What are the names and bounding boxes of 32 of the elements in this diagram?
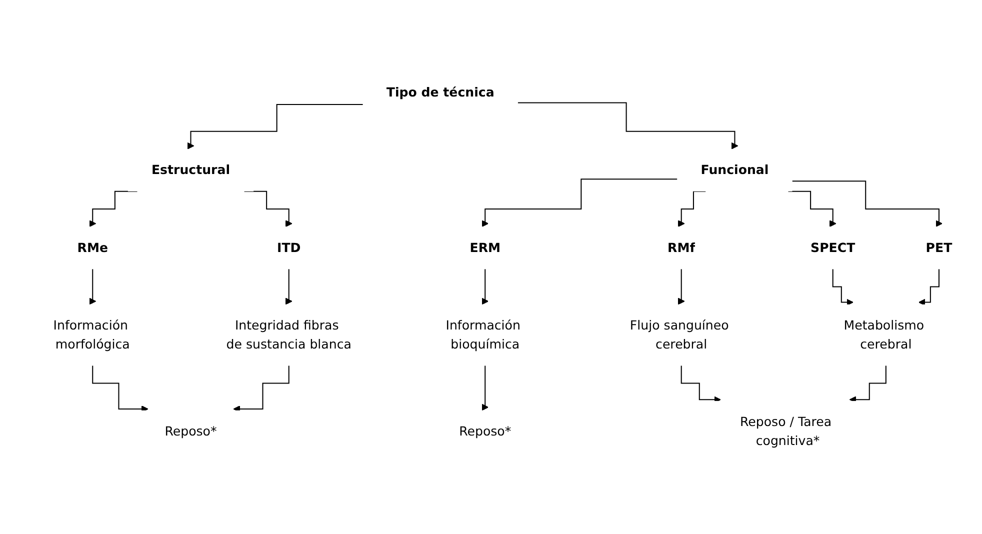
node-text: Reposo* (459, 424, 512, 439)
node-text: Tipo de técnica (386, 84, 494, 100)
node-text: Reposo / Tarea cognitiva* (740, 414, 832, 448)
arrow (285, 268, 292, 305)
arrow (482, 178, 678, 228)
node-text: SPECT (810, 240, 856, 256)
node-text: Información bioquímica (446, 318, 520, 352)
arrow (678, 268, 685, 305)
node-text: ERM (470, 240, 500, 256)
arrow (918, 268, 940, 306)
node-text: ITD (277, 240, 301, 256)
arrow (92, 365, 148, 413)
arrow (482, 268, 489, 305)
arrow (89, 268, 96, 305)
arrow (518, 102, 738, 150)
arrow (482, 365, 489, 411)
node-text: Funcional (700, 162, 769, 178)
node-text: PET (926, 240, 952, 256)
node-text: Flujo sanguíneo cerebral (630, 318, 729, 352)
arrow (680, 365, 721, 404)
arrow (832, 268, 854, 306)
node-text: Reposo* (164, 424, 217, 439)
node-text: Estructural (151, 162, 230, 178)
arrow (792, 180, 942, 228)
node-text: RMe (77, 240, 108, 256)
node-text: Metabolismo cerebral (844, 318, 924, 352)
arrow (233, 365, 290, 413)
arrow (849, 365, 886, 404)
node-text: RMf (668, 240, 696, 256)
arrow (187, 104, 363, 150)
node-text: Información morfológica (53, 318, 130, 352)
node-text: Integridad fibras de sustancia blanca (226, 318, 352, 352)
